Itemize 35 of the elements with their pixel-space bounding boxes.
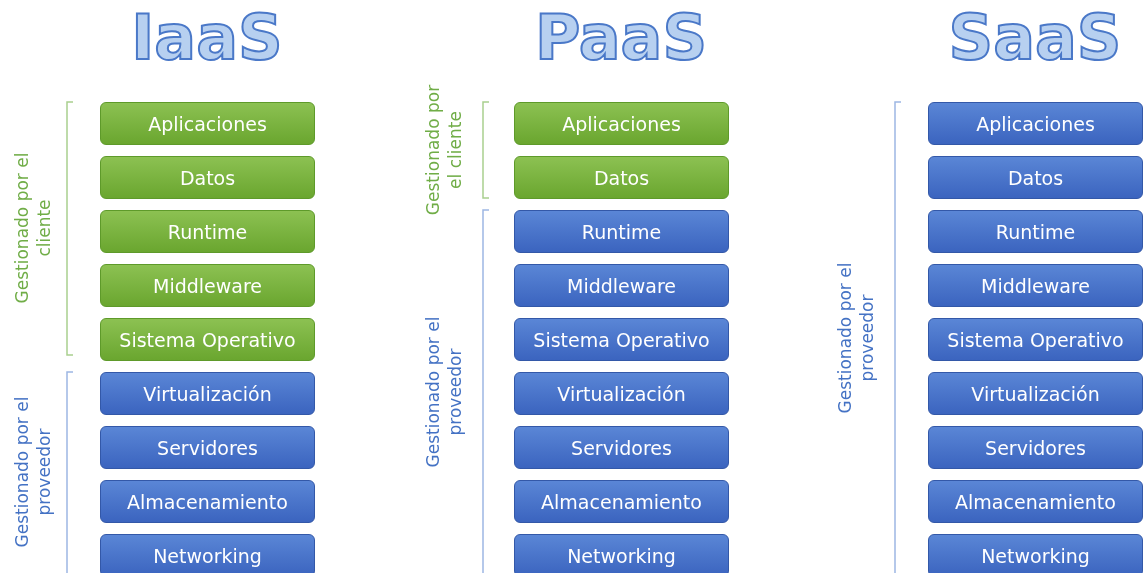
layer-box: Sistema Operativo (928, 318, 1143, 361)
column-heading: PaaS (533, 2, 709, 74)
layer-box: Servidores (100, 426, 315, 469)
layer-box: Virtualización (514, 372, 729, 415)
layer-box: Datos (514, 156, 729, 199)
layer-box: Almacenamiento (514, 480, 729, 523)
column-heading: SaaS (947, 2, 1123, 74)
layer-box: Networking (514, 534, 729, 573)
bracket-label: Gestionado por el proveedor (422, 315, 466, 470)
layer-box: Servidores (514, 426, 729, 469)
layer-box: Middleware (514, 264, 729, 307)
layer-box: Middleware (100, 264, 315, 307)
bracket-label: Gestionado por el cliente (422, 83, 466, 218)
layer-box: Networking (100, 534, 315, 573)
layer-box: Datos (928, 156, 1143, 199)
layer-box: Aplicaciones (100, 102, 315, 145)
layer-box: Sistema Operativo (100, 318, 315, 361)
layer-box: Sistema Operativo (514, 318, 729, 361)
bracket-label: Gestionado por el cliente (11, 151, 55, 306)
layer-box: Runtime (514, 210, 729, 253)
layer-box: Middleware (928, 264, 1143, 307)
layer-box: Virtualización (100, 372, 315, 415)
layer-box: Runtime (100, 210, 315, 253)
layer-box: Servidores (928, 426, 1143, 469)
layer-box: Datos (100, 156, 315, 199)
layer-box: Runtime (928, 210, 1143, 253)
column-heading: IaaS (130, 2, 284, 74)
bracket-label: Gestionado por el proveedor (11, 395, 55, 550)
layer-box: Aplicaciones (928, 102, 1143, 145)
layer-box: Aplicaciones (514, 102, 729, 145)
layer-box: Networking (928, 534, 1143, 573)
layer-box: Almacenamiento (100, 480, 315, 523)
bracket-label: Gestionado por el proveedor (834, 261, 878, 416)
layer-box: Almacenamiento (928, 480, 1143, 523)
layer-box: Virtualización (928, 372, 1143, 415)
